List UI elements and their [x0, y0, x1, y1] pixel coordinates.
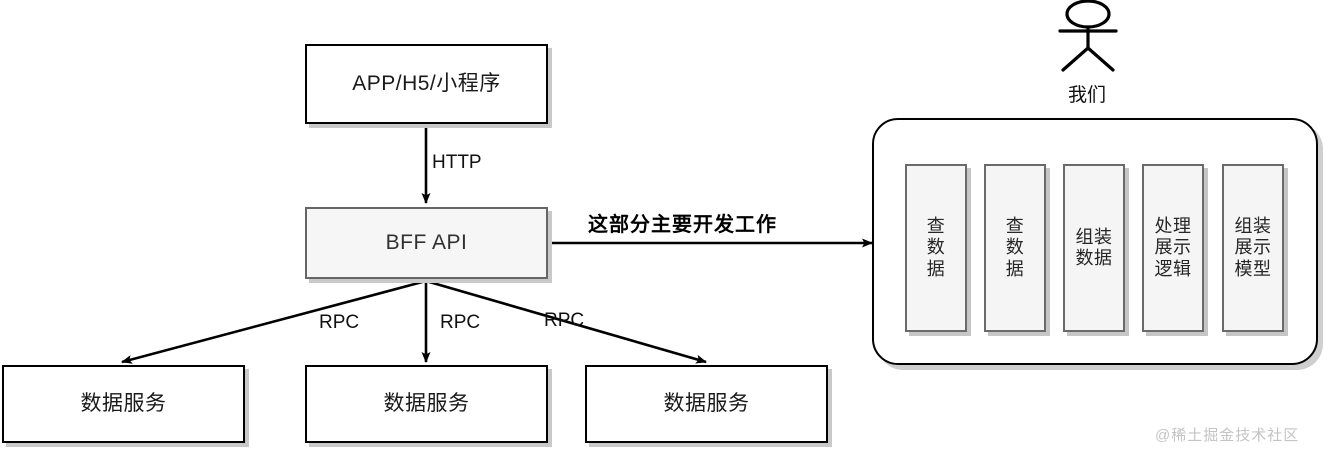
- actor-label: 我们: [1068, 85, 1107, 106]
- step-box-5[interactable]: 组装 展示 模型: [1222, 164, 1284, 332]
- node-data-service-3-label: 数据服务: [663, 391, 750, 415]
- actor-stick-figure-icon: [1058, 0, 1118, 72]
- node-data-service-1[interactable]: 数据服务: [2, 365, 245, 443]
- edge-rpc-2-label: RPC: [440, 312, 481, 333]
- step-box-5-label: 组装 展示 模型: [1234, 216, 1272, 279]
- node-bff-api[interactable]: BFF API: [305, 207, 548, 279]
- step-box-3[interactable]: 组装 数据: [1063, 164, 1125, 332]
- node-data-service-3[interactable]: 数据服务: [585, 365, 828, 443]
- step-box-4-label: 处理 展示 逻辑: [1154, 216, 1192, 279]
- scope-container: 查 数 据 查 数 据 组装 数据 处理 展示 逻辑 组装 展示 模型: [872, 118, 1318, 365]
- step-box-3-label: 组装 数据: [1075, 226, 1113, 268]
- edge-rpc-3-label: RPC: [544, 310, 585, 331]
- step-box-1-label: 查 数 据: [926, 216, 946, 279]
- edge-rpc-1-line: [121, 279, 427, 364]
- edge-http-label: HTTP: [432, 152, 482, 173]
- edge-to-scope-label: 这部分主要开发工作: [588, 214, 777, 236]
- step-box-2-label: 查 数 据: [1005, 216, 1025, 279]
- edge-rpc-1-label: RPC: [319, 312, 360, 333]
- node-data-service-2[interactable]: 数据服务: [305, 365, 548, 443]
- step-box-4[interactable]: 处理 展示 逻辑: [1142, 164, 1204, 332]
- node-data-service-2-label: 数据服务: [383, 391, 470, 415]
- node-data-service-1-label: 数据服务: [80, 391, 167, 415]
- node-bff-api-label: BFF API: [385, 231, 468, 254]
- node-client[interactable]: APP/H5/小程序: [305, 44, 548, 124]
- watermark: @稀土掘金技术社区: [1155, 427, 1300, 444]
- step-box-2[interactable]: 查 数 据: [984, 164, 1046, 332]
- node-client-label: APP/H5/小程序: [352, 71, 501, 95]
- step-box-1[interactable]: 查 数 据: [905, 164, 967, 332]
